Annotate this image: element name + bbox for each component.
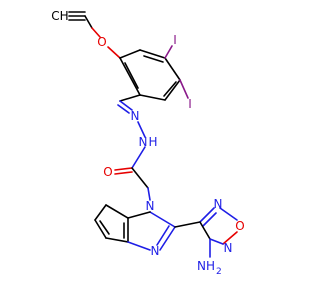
- benzimidazole-n3-label: N: [151, 244, 160, 258]
- amine-subscript-label: 2: [216, 267, 222, 277]
- atom-labels: CH O I I N N H O N N N O N NH 2: [51, 9, 244, 277]
- furazan-n-top-label: N: [214, 197, 223, 211]
- alkyne-ch-label: CH: [51, 9, 68, 23]
- hydrazide-nitrogen-label: N: [139, 135, 148, 149]
- carbonyl-oxygen-label: O: [103, 165, 112, 179]
- imine-nitrogen-label: N: [131, 109, 140, 123]
- molecule-structure: CH O I I N N H O N N N O N NH 2: [51, 9, 244, 277]
- ether-oxygen-label: O: [97, 35, 106, 49]
- iodine-right-label: I: [188, 97, 192, 111]
- amine-nh-label: NH: [197, 259, 215, 273]
- furazan-n-bottom-label: N: [224, 241, 233, 255]
- hydrazide-hydrogen-label: H: [148, 135, 157, 149]
- bond-layer: [68, 11, 238, 258]
- benzimidazole-n1-label: N: [146, 199, 155, 213]
- furazan-oxygen-label: O: [235, 219, 244, 233]
- iodine-top-label: I: [173, 33, 177, 47]
